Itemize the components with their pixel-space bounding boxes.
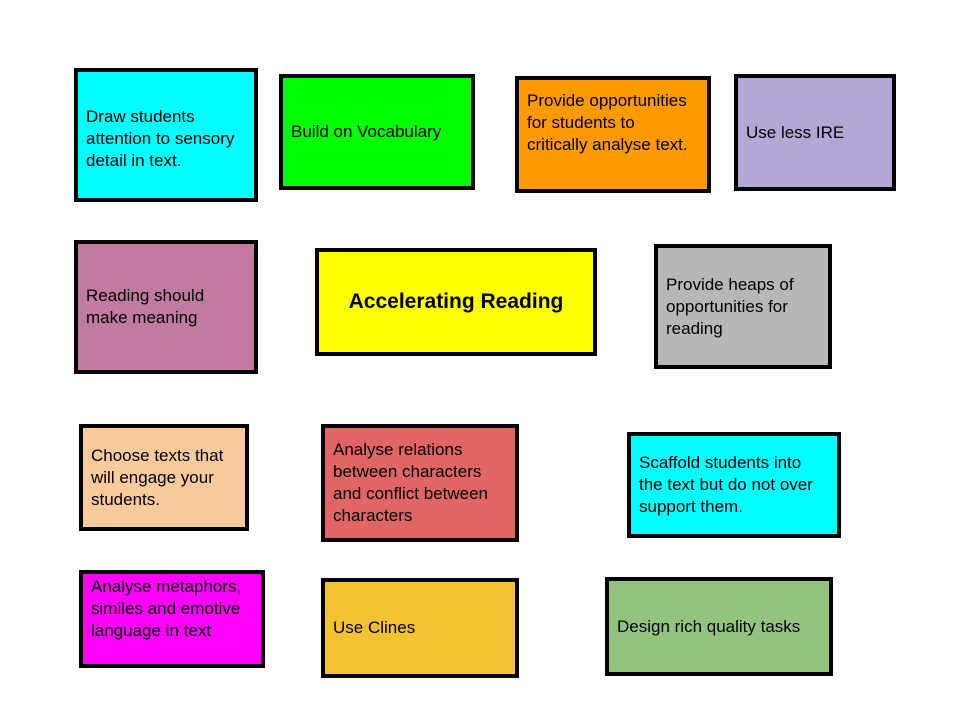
note-heaps-opportunities-text: Provide heaps of opportunities for readi…: [666, 274, 794, 338]
note-rich-tasks-text: Design rich quality tasks: [617, 616, 801, 636]
note-rich-tasks[interactable]: Design rich quality tasks: [605, 577, 833, 676]
note-sensory-detail-text: Draw students attention to sensory detai…: [86, 107, 235, 170]
note-engaging-texts[interactable]: Choose texts that will engage your stude…: [79, 424, 249, 531]
central-topic[interactable]: Accelerating Reading: [315, 248, 597, 356]
note-engaging-texts-text: Choose texts that will engage your stude…: [91, 445, 224, 509]
note-heaps-opportunities[interactable]: Provide heaps of opportunities for readi…: [654, 244, 832, 369]
note-use-clines-text: Use Clines: [333, 618, 416, 637]
note-metaphors-similes[interactable]: Analyse metaphors, similes and emotive l…: [79, 570, 265, 668]
note-vocabulary[interactable]: Build on Vocabulary: [279, 74, 475, 190]
note-make-meaning-text: Reading should make meaning: [86, 286, 205, 327]
note-less-ire-text: Use less IRE: [746, 123, 845, 142]
note-use-clines[interactable]: Use Clines: [321, 578, 519, 678]
note-vocabulary-text: Build on Vocabulary: [291, 122, 442, 141]
note-sensory-detail[interactable]: Draw students attention to sensory detai…: [74, 68, 258, 202]
note-character-relations[interactable]: Analyse relations between characters and…: [321, 424, 519, 542]
note-scaffold-students-text: Scaffold students into the text but do n…: [639, 453, 813, 516]
note-critically-analyse[interactable]: Provide opportunities for students to cr…: [515, 76, 711, 193]
central-topic-text: Accelerating Reading: [348, 290, 564, 313]
note-scaffold-students[interactable]: Scaffold students into the text but do n…: [627, 432, 841, 538]
note-metaphors-similes-text: Analyse metaphors, similes and emotive l…: [91, 577, 242, 640]
note-make-meaning[interactable]: Reading should make meaning: [74, 240, 258, 374]
note-less-ire[interactable]: Use less IRE: [734, 74, 896, 191]
note-character-relations-text: Analyse relations between characters and…: [333, 440, 488, 525]
note-critically-analyse-text: Provide opportunities for students to cr…: [527, 91, 688, 154]
